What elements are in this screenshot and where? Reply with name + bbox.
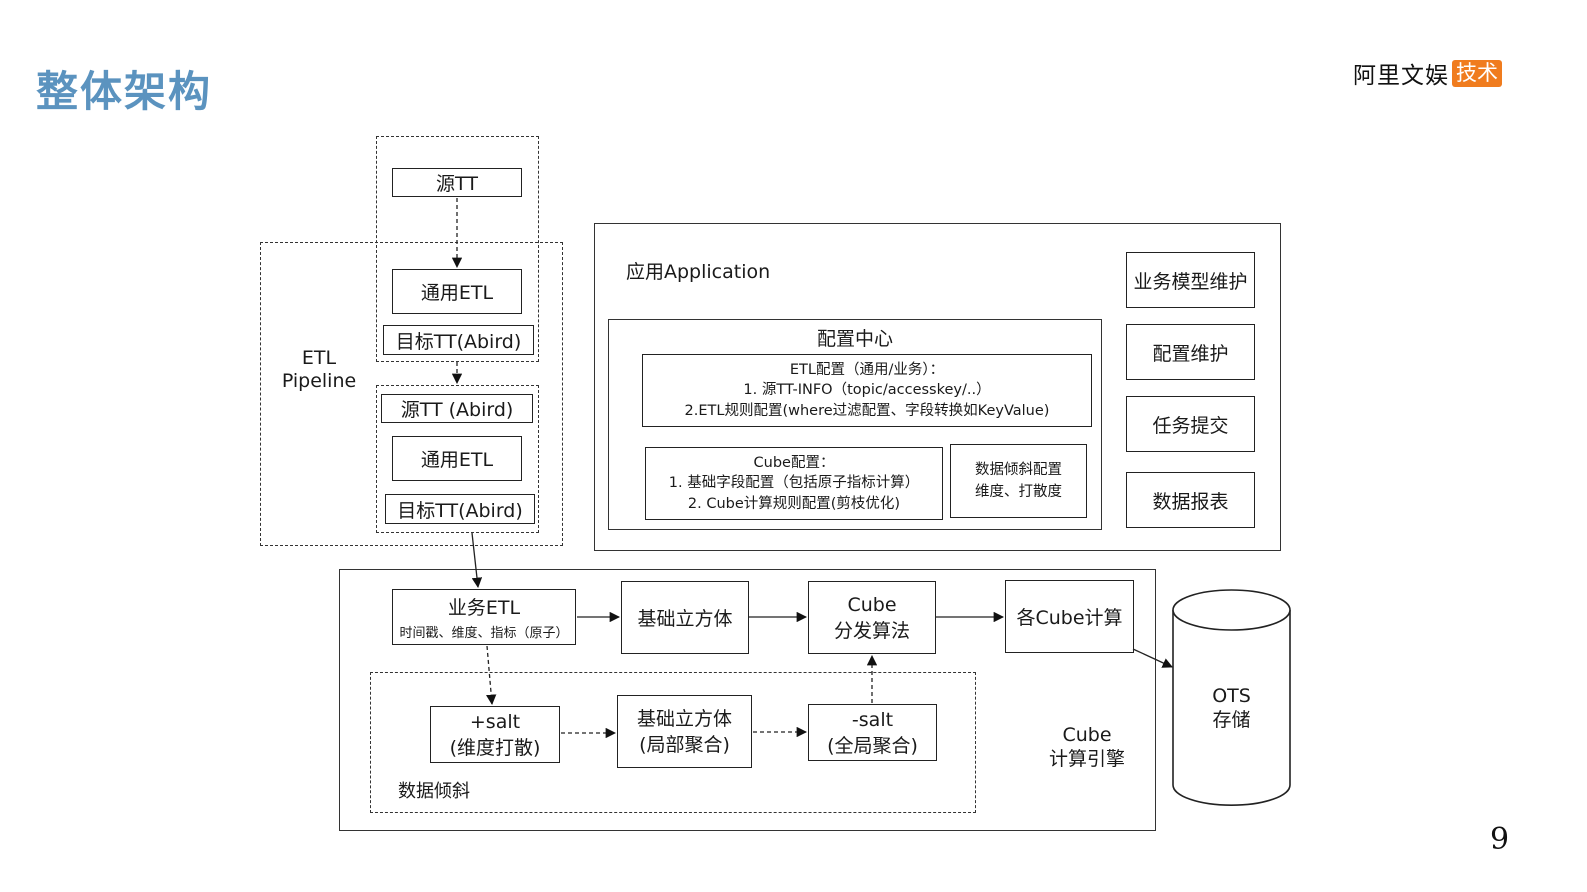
page-number: 9	[1490, 822, 1510, 857]
salt-plus-box: +salt (维度打散)	[430, 706, 560, 763]
business-etl-subtitle: 时间戳、维度、指标（原子）	[399, 626, 569, 641]
salt-plus-line2: (维度打散)	[449, 736, 541, 759]
source-tt-abird-label: 源TT (Abird)	[400, 399, 514, 421]
etl-pipeline-group	[260, 242, 563, 546]
business-etl-title: 业务ETL	[447, 597, 521, 619]
source-tt-group	[376, 136, 539, 362]
etl-config-line1: ETL配置（通用/业务）：	[789, 361, 945, 378]
cube-split-box: Cube 分发算法	[808, 581, 936, 654]
salt-minus-box: -salt (全局聚合)	[808, 704, 937, 761]
side-button-label-2: 任务提交	[1152, 414, 1229, 437]
cube-config-box: Cube配置： 1. 基础字段配置（包括原子指标计算） 2. Cube计算规则配…	[645, 447, 943, 520]
cube-engine-label-line1: Cube	[1062, 724, 1112, 746]
target-tt-label-2: 目标TT(Abird)	[397, 499, 523, 522]
arrow-pipeline-to-business-etl	[471, 532, 483, 589]
cube-engine-label: Cube 计算引擎	[1040, 723, 1134, 771]
salt-plus-line1: +salt	[469, 710, 521, 733]
cube-config-line3: 2. Cube计算规则配置(剪枝优化)	[687, 495, 901, 512]
generic-etl-box-2: 通用ETL	[392, 436, 522, 481]
etl-config-box: ETL配置（通用/业务）： 1. 源TT-INFO（topic/accesske…	[642, 354, 1092, 427]
cube-engine-panel	[339, 569, 1156, 831]
target-tt-label-1: 目标TT(Abird)	[395, 330, 522, 353]
cube-engine-label-line2: 计算引擎	[1048, 748, 1125, 770]
ots-storage-line1: OTS	[1212, 685, 1251, 707]
base-cube-label: 基础立方体	[637, 608, 733, 630]
business-etl-box: 业务ETL 时间戳、维度、指标（原子）	[392, 589, 576, 645]
etl-config-line3: 2.ETL规则配置(where过滤配置、字段转换如KeyValue)	[684, 402, 1050, 419]
side-button-data-report[interactable]: 数据报表	[1126, 472, 1255, 528]
skew-config-line1: 数据倾斜配置	[975, 462, 1062, 478]
target-tt-box-1: 目标TT(Abird)	[383, 325, 534, 355]
etl-pipeline-label-line2: Pipeline	[281, 370, 357, 392]
etl-config-line2: 1. 源TT-INFO（topic/accesskey/..）	[743, 382, 991, 399]
source-tt-label: 源TT	[436, 173, 478, 195]
logo-accent-badge: 技术	[1452, 59, 1502, 87]
generic-etl-box-1: 通用ETL	[392, 269, 522, 314]
side-button-label-3: 数据报表	[1152, 490, 1229, 513]
side-button-label-1: 配置维护	[1152, 342, 1229, 365]
logo-text: 阿里文娱	[1353, 63, 1449, 89]
source-tt-abird-box: 源TT (Abird)	[381, 394, 533, 423]
cube-config-line1: Cube配置：	[753, 454, 835, 471]
target-tt-box-2: 目标TT(Abird)	[385, 494, 535, 524]
ots-storage-cylinder	[1172, 589, 1291, 806]
salt-minus-line2: (全局聚合)	[827, 734, 918, 757]
cube-split-line1: Cube	[847, 593, 897, 616]
generic-etl-label-2: 通用ETL	[420, 449, 494, 471]
side-button-business-model[interactable]: 业务模型维护	[1126, 252, 1255, 308]
application-title: 应用Application	[626, 261, 771, 283]
skew-config-line2: 维度、打散度	[975, 484, 1062, 500]
config-center-title: 配置中心	[816, 328, 893, 350]
data-skew-group	[370, 672, 976, 813]
ots-storage-label: OTS 存储	[1173, 684, 1290, 732]
side-button-config-maintain[interactable]: 配置维护	[1126, 324, 1255, 380]
skew-config-box: 数据倾斜配置 维度、打散度	[950, 444, 1087, 518]
cube-split-line2: 分发算法	[833, 619, 910, 642]
base-cube-partial-box: 基础立方体 (局部聚合)	[617, 695, 752, 768]
etl-pipeline-label: ETL Pipeline	[260, 347, 378, 393]
base-cube-partial-line2: (局部聚合)	[639, 733, 730, 756]
second-etl-group	[376, 385, 539, 533]
config-center-panel	[608, 319, 1102, 530]
source-tt-box: 源TT	[392, 168, 522, 197]
page-title: 整体架构	[36, 67, 213, 116]
data-skew-label: 数据倾斜	[398, 781, 470, 802]
side-button-task-submit[interactable]: 任务提交	[1126, 396, 1255, 452]
ots-storage-line2: 存储	[1212, 709, 1251, 731]
each-cube-box: 各Cube计算	[1005, 580, 1134, 653]
etl-pipeline-label-line1: ETL	[301, 347, 337, 369]
side-button-label-0: 业务模型维护	[1133, 270, 1248, 293]
each-cube-label: 各Cube计算	[1016, 607, 1123, 629]
base-cube-partial-line1: 基础立方体	[636, 707, 732, 730]
application-panel	[594, 223, 1281, 551]
generic-etl-label-1: 通用ETL	[420, 282, 494, 304]
base-cube-box: 基础立方体	[621, 581, 749, 654]
arrow-business-etl-to-salt	[486, 645, 497, 706]
cube-config-line2: 1. 基础字段配置（包括原子指标计算）	[668, 475, 920, 492]
arrow-each-cube-to-storage	[1132, 648, 1173, 668]
salt-minus-line1: -salt	[851, 708, 894, 731]
brand-logo: 阿里文娱 技术	[1353, 58, 1502, 89]
